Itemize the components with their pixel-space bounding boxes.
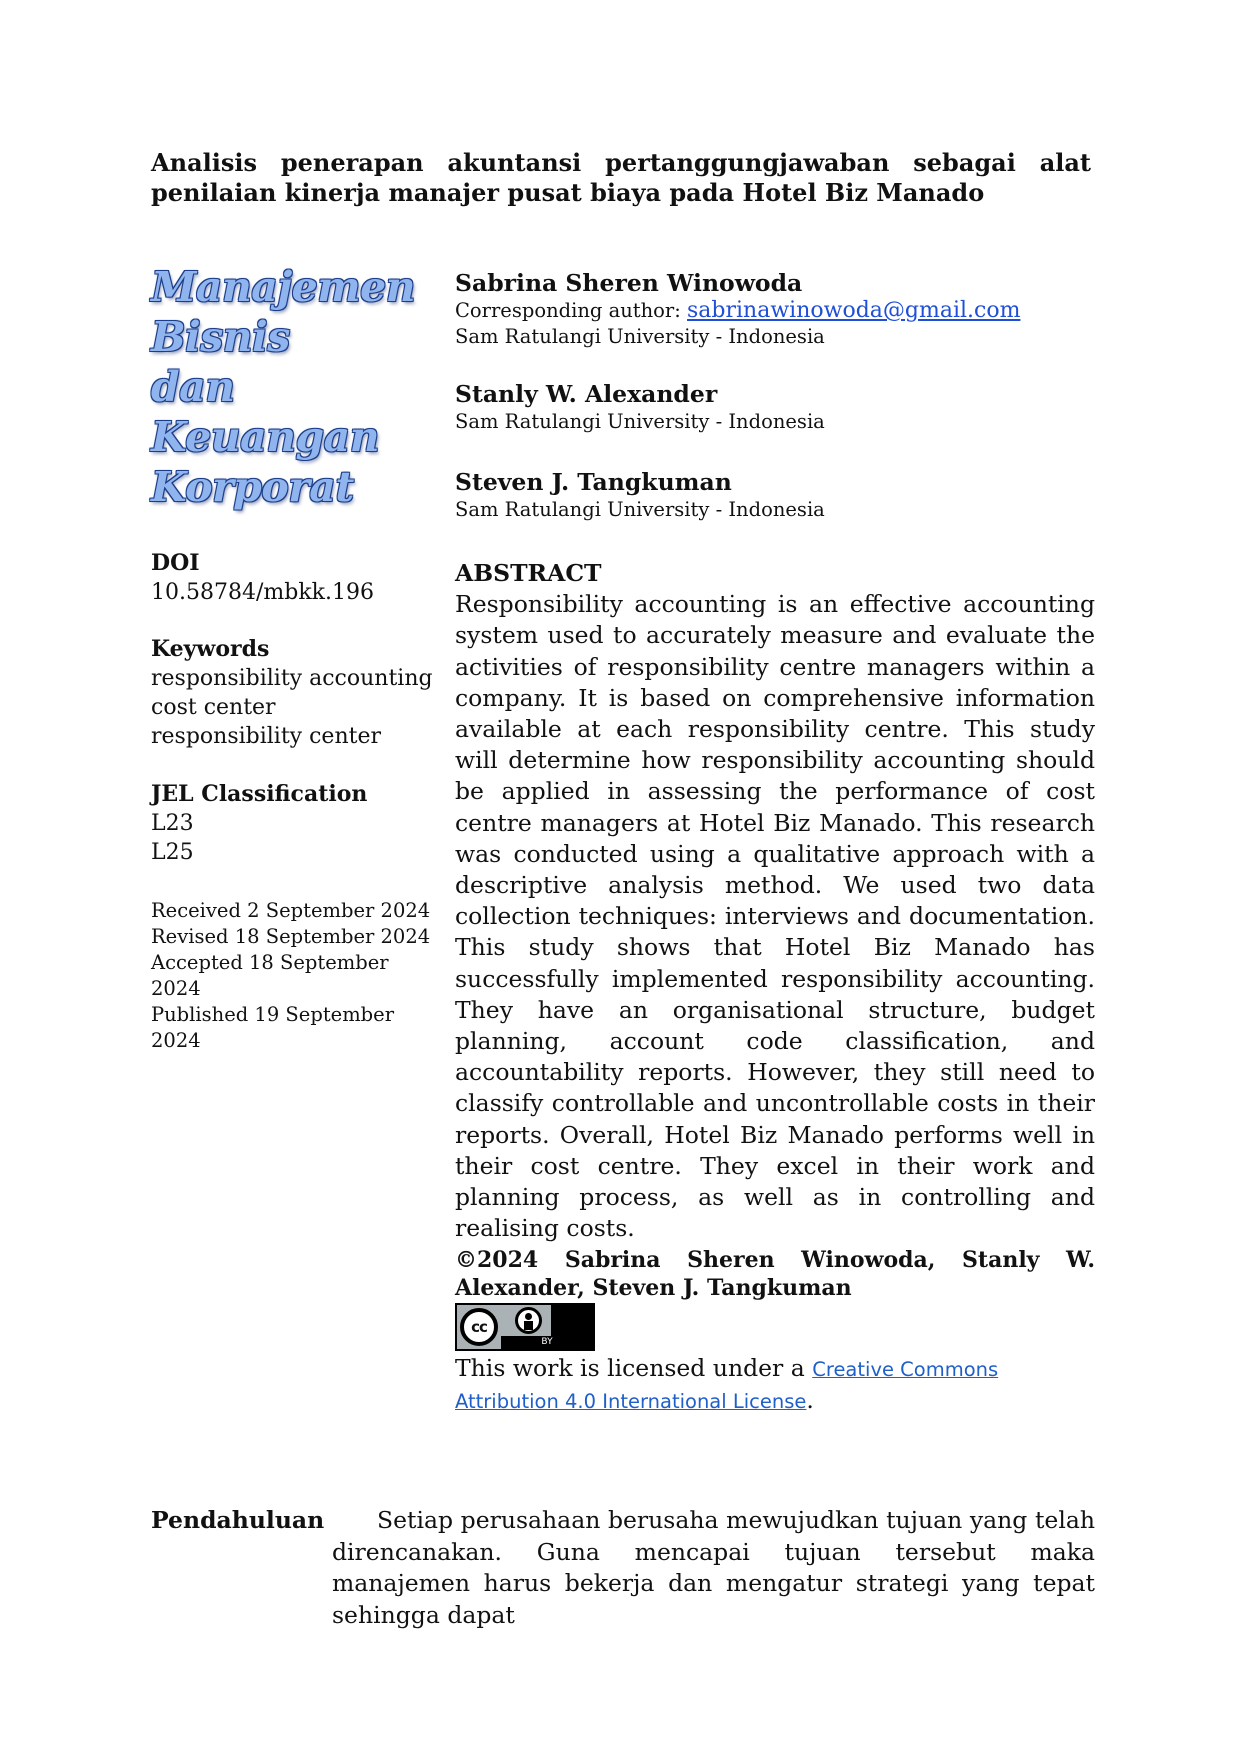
abstract-text: Responsibility accounting is an effectiv… (455, 590, 1095, 1243)
author-affiliation: Sam Ratulangi University - Indonesia (455, 498, 825, 521)
author-affiliation: Sam Ratulangi University - Indonesia (455, 325, 825, 348)
cc-icon: cc (460, 1308, 498, 1346)
copyright-notice: ©2024 Sabrina Sheren Winowoda, Stanly W.… (455, 1247, 1095, 1301)
keywords-heading: Keywords (151, 636, 270, 662)
date-accepted: Accepted 18 September 2024 (151, 951, 389, 1000)
author-entry: Stanly W. Alexander Sam Ratulangi Univer… (455, 379, 1095, 435)
author-email-link[interactable]: sabrinawinowoda@gmail.com (687, 298, 1021, 323)
corresponding-author: Corresponding author: sabrinawinowoda@gm… (455, 298, 1095, 324)
license-statement: This work is licensed under a Creative C… (455, 1353, 1095, 1417)
date-published: Published 19 September 2024 (151, 1003, 395, 1052)
author-entry: Sabrina Sheren Winowoda Corresponding au… (455, 268, 1095, 350)
keywords-block: Keywords responsibility accounting cost … (151, 635, 436, 751)
corresponding-label: Corresponding author: (455, 299, 688, 322)
license-prefix: This work is licensed under a (455, 1354, 813, 1382)
by-label: BY (501, 1336, 593, 1349)
publication-dates: Received 2 September 2024 Revised 18 Sep… (151, 898, 441, 1054)
person-head-icon (525, 1313, 532, 1320)
author-name: Sabrina Sheren Winowoda (455, 269, 803, 297)
journal-logo-line: Bisnis (151, 313, 290, 361)
authors-block: Sabrina Sheren Winowoda Corresponding au… (455, 268, 1095, 523)
author-name: Steven J. Tangkuman (455, 468, 732, 496)
person-body-icon (524, 1321, 533, 1330)
section-heading: Pendahuluan (151, 1506, 325, 1534)
journal-logo-line: Korporat (151, 463, 354, 511)
doi-block: DOI 10.58784/mbkk.196 (151, 549, 436, 607)
license-link[interactable]: Creative Commons Attribution 4.0 Interna… (455, 1358, 999, 1413)
journal-logo: Manajemen Bisnis dan Keuangan Korporat (151, 262, 416, 512)
author-name: Stanly W. Alexander (455, 380, 718, 408)
abstract-heading: ABSTRACT (455, 559, 602, 587)
jel-item: L25 (151, 840, 194, 865)
date-revised: Revised 18 September 2024 (151, 925, 431, 948)
attribution-icon (515, 1307, 542, 1334)
section-text: Setiap perusahaan berusaha mewujudkan tu… (332, 1506, 1095, 1629)
jel-block: JEL Classification L23 L25 (151, 780, 436, 867)
author-entry: Steven J. Tangkuman Sam Ratulangi Univer… (455, 467, 1095, 523)
doi-value: 10.58784/mbkk.196 (151, 580, 374, 605)
journal-logo-line: Keuangan (151, 413, 380, 461)
author-affiliation: Sam Ratulangi University - Indonesia (455, 410, 825, 433)
journal-logo-line: Manajemen (151, 263, 416, 311)
abstract: ABSTRACT Responsibility accounting is an… (455, 558, 1095, 1244)
keyword-item: responsibility accounting (151, 666, 433, 691)
paper-title: Analisis penerapan akuntansi pertanggung… (151, 148, 1091, 207)
jel-heading: JEL Classification (151, 781, 368, 807)
doi-heading: DOI (151, 550, 200, 576)
keyword-item: responsibility center (151, 724, 381, 749)
keyword-item: cost center (151, 695, 276, 720)
cc-by-badge[interactable]: cc BY (455, 1303, 595, 1351)
date-received: Received 2 September 2024 (151, 899, 431, 922)
jel-item: L23 (151, 811, 194, 836)
journal-logo-line: dan (151, 363, 235, 411)
license-suffix: . (806, 1386, 814, 1414)
